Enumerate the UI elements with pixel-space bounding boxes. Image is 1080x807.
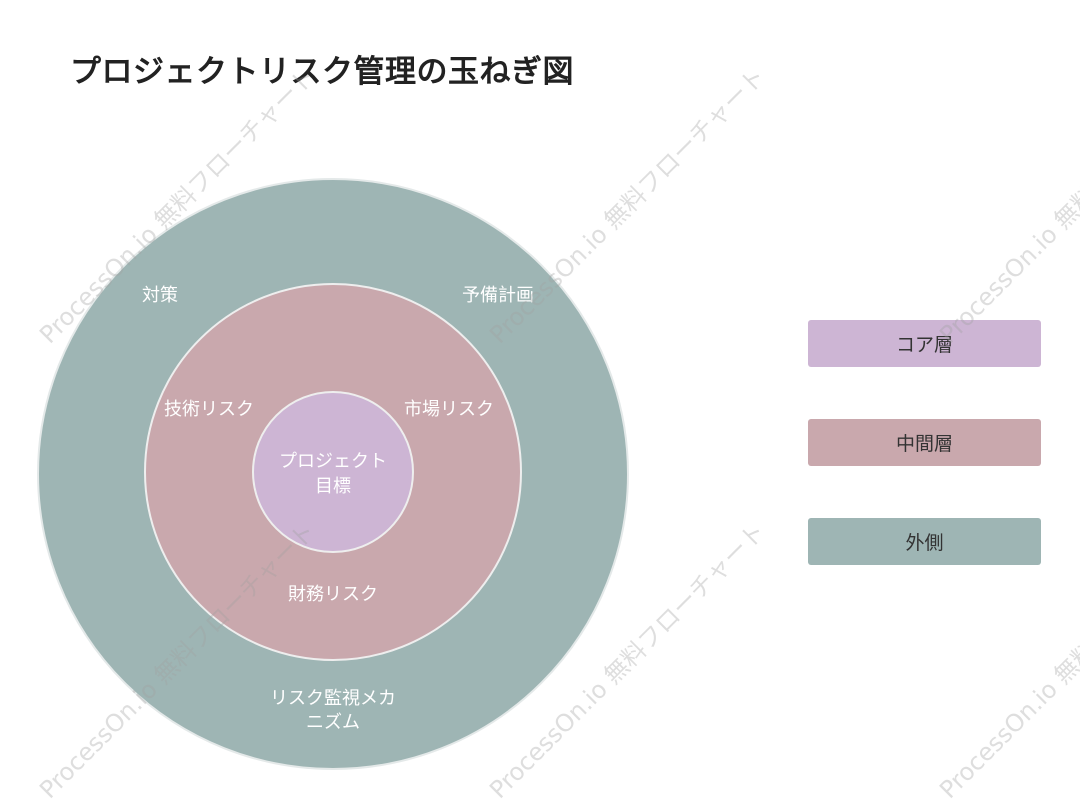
legend-middle-label: 中間層 (895, 433, 953, 455)
page-title: プロジェクトリスク管理の玉ねぎ図 (70, 54, 574, 90)
legend-core-label: コア層 (895, 334, 953, 356)
legend-outer[interactable]: 外側 (808, 518, 1041, 565)
outer-label-countermeasures: 対策 (142, 285, 178, 306)
legend-middle[interactable]: 中間層 (808, 419, 1041, 466)
middle-label-market-risk: 市場リスク (404, 399, 494, 420)
core-layer[interactable] (252, 391, 414, 553)
legend-core[interactable]: コア層 (808, 320, 1041, 367)
outer-label-contingency-plan: 予備計画 (462, 285, 534, 306)
middle-label-technical-risk: 技術リスク (164, 399, 254, 420)
legend-outer-label: 外側 (905, 532, 944, 554)
core-label-line1: プロジェクト (279, 451, 387, 472)
outer-label-monitoring-line1: リスク監視メカ (270, 688, 396, 709)
outer-label-monitoring-line2: ニズム (306, 712, 360, 733)
core-label-line2: 目標 (315, 476, 351, 497)
middle-label-financial-risk: 財務リスク (288, 584, 378, 605)
